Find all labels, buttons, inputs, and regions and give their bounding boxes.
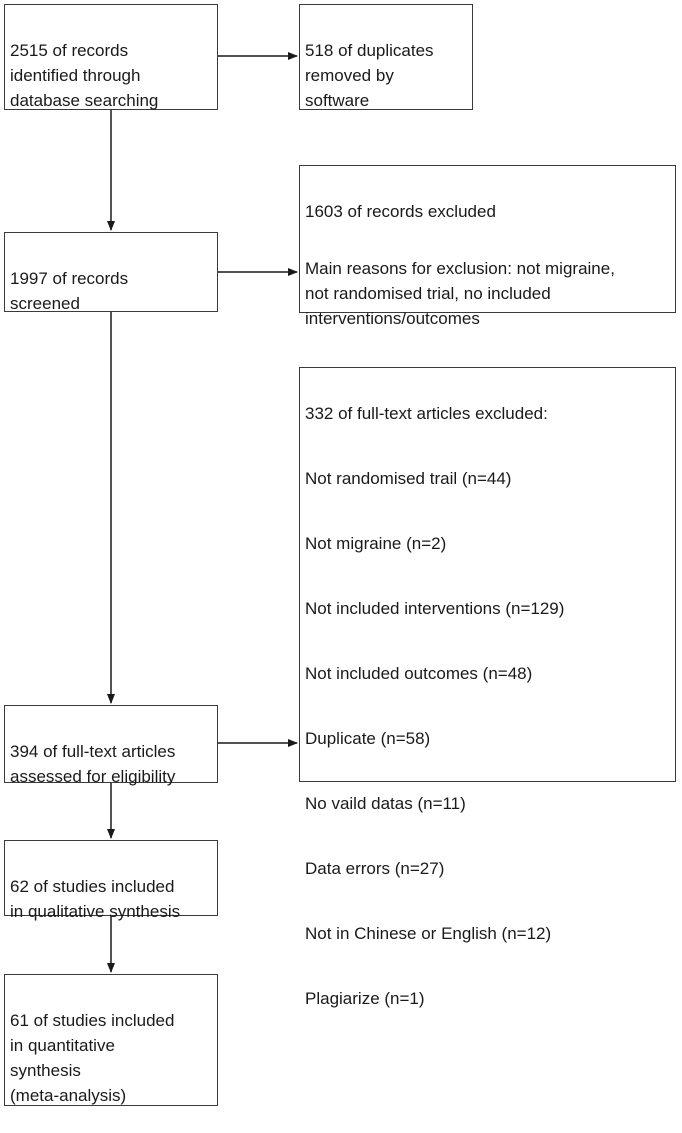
quantitative-synthesis-text: 61 of studies included in quantitative s… [10, 1011, 175, 1105]
flow-connectors [107, 52, 298, 973]
exclusion-reason-item: No vaild datas (n=11) [305, 794, 466, 813]
exclusion-reason-item: Not randomised trail (n=44) [305, 469, 512, 488]
fulltext-excluded-title: 332 of full-text articles excluded: [305, 404, 548, 423]
exclusion-reason-item: Data errors (n=27) [305, 859, 445, 878]
fulltext-excluded-box: 332 of full-text articles excluded: Not … [299, 367, 676, 1008]
exclusion-reason-item: Not included interventions (n=129) [305, 599, 565, 618]
records-excluded-reasons: Main reasons for exclusion: not migraine… [305, 259, 615, 328]
records-excluded-title: 1603 of records excluded [305, 202, 496, 221]
exclusion-reason-item: Plagiarize (n=1) [305, 989, 425, 1008]
quantitative-synthesis-box: 61 of studies included in quantitative s… [4, 974, 218, 1106]
exclusion-reason-item: Not in Chinese or English (n=12) [305, 924, 552, 943]
fulltext-assessed-text: 394 of full-text articles assessed for e… [10, 742, 176, 786]
records-excluded-box: 1603 of records excluded Main reasons fo… [299, 165, 676, 328]
records-identified-text: 2515 of records identified through datab… [10, 41, 159, 110]
exclusion-reason-item: Not migraine (n=2) [305, 534, 447, 553]
duplicates-removed-text: 518 of duplicates removed by software [305, 41, 434, 110]
duplicates-removed-box: 518 of duplicates removed by software [299, 4, 473, 110]
exclusion-reason-item: Not included outcomes (n=48) [305, 664, 533, 683]
exclusion-reason-item: Duplicate (n=58) [305, 729, 431, 748]
records-identified-box: 2515 of records identified through datab… [4, 4, 218, 110]
fulltext-assessed-box: 394 of full-text articles assessed for e… [4, 705, 218, 786]
records-screened-text: 1997 of records screened [10, 269, 129, 313]
qualitative-synthesis-box: 62 of studies included in qualitative sy… [4, 840, 218, 921]
qualitative-synthesis-text: 62 of studies included in qualitative sy… [10, 877, 181, 921]
records-screened-box: 1997 of records screened [4, 232, 218, 313]
